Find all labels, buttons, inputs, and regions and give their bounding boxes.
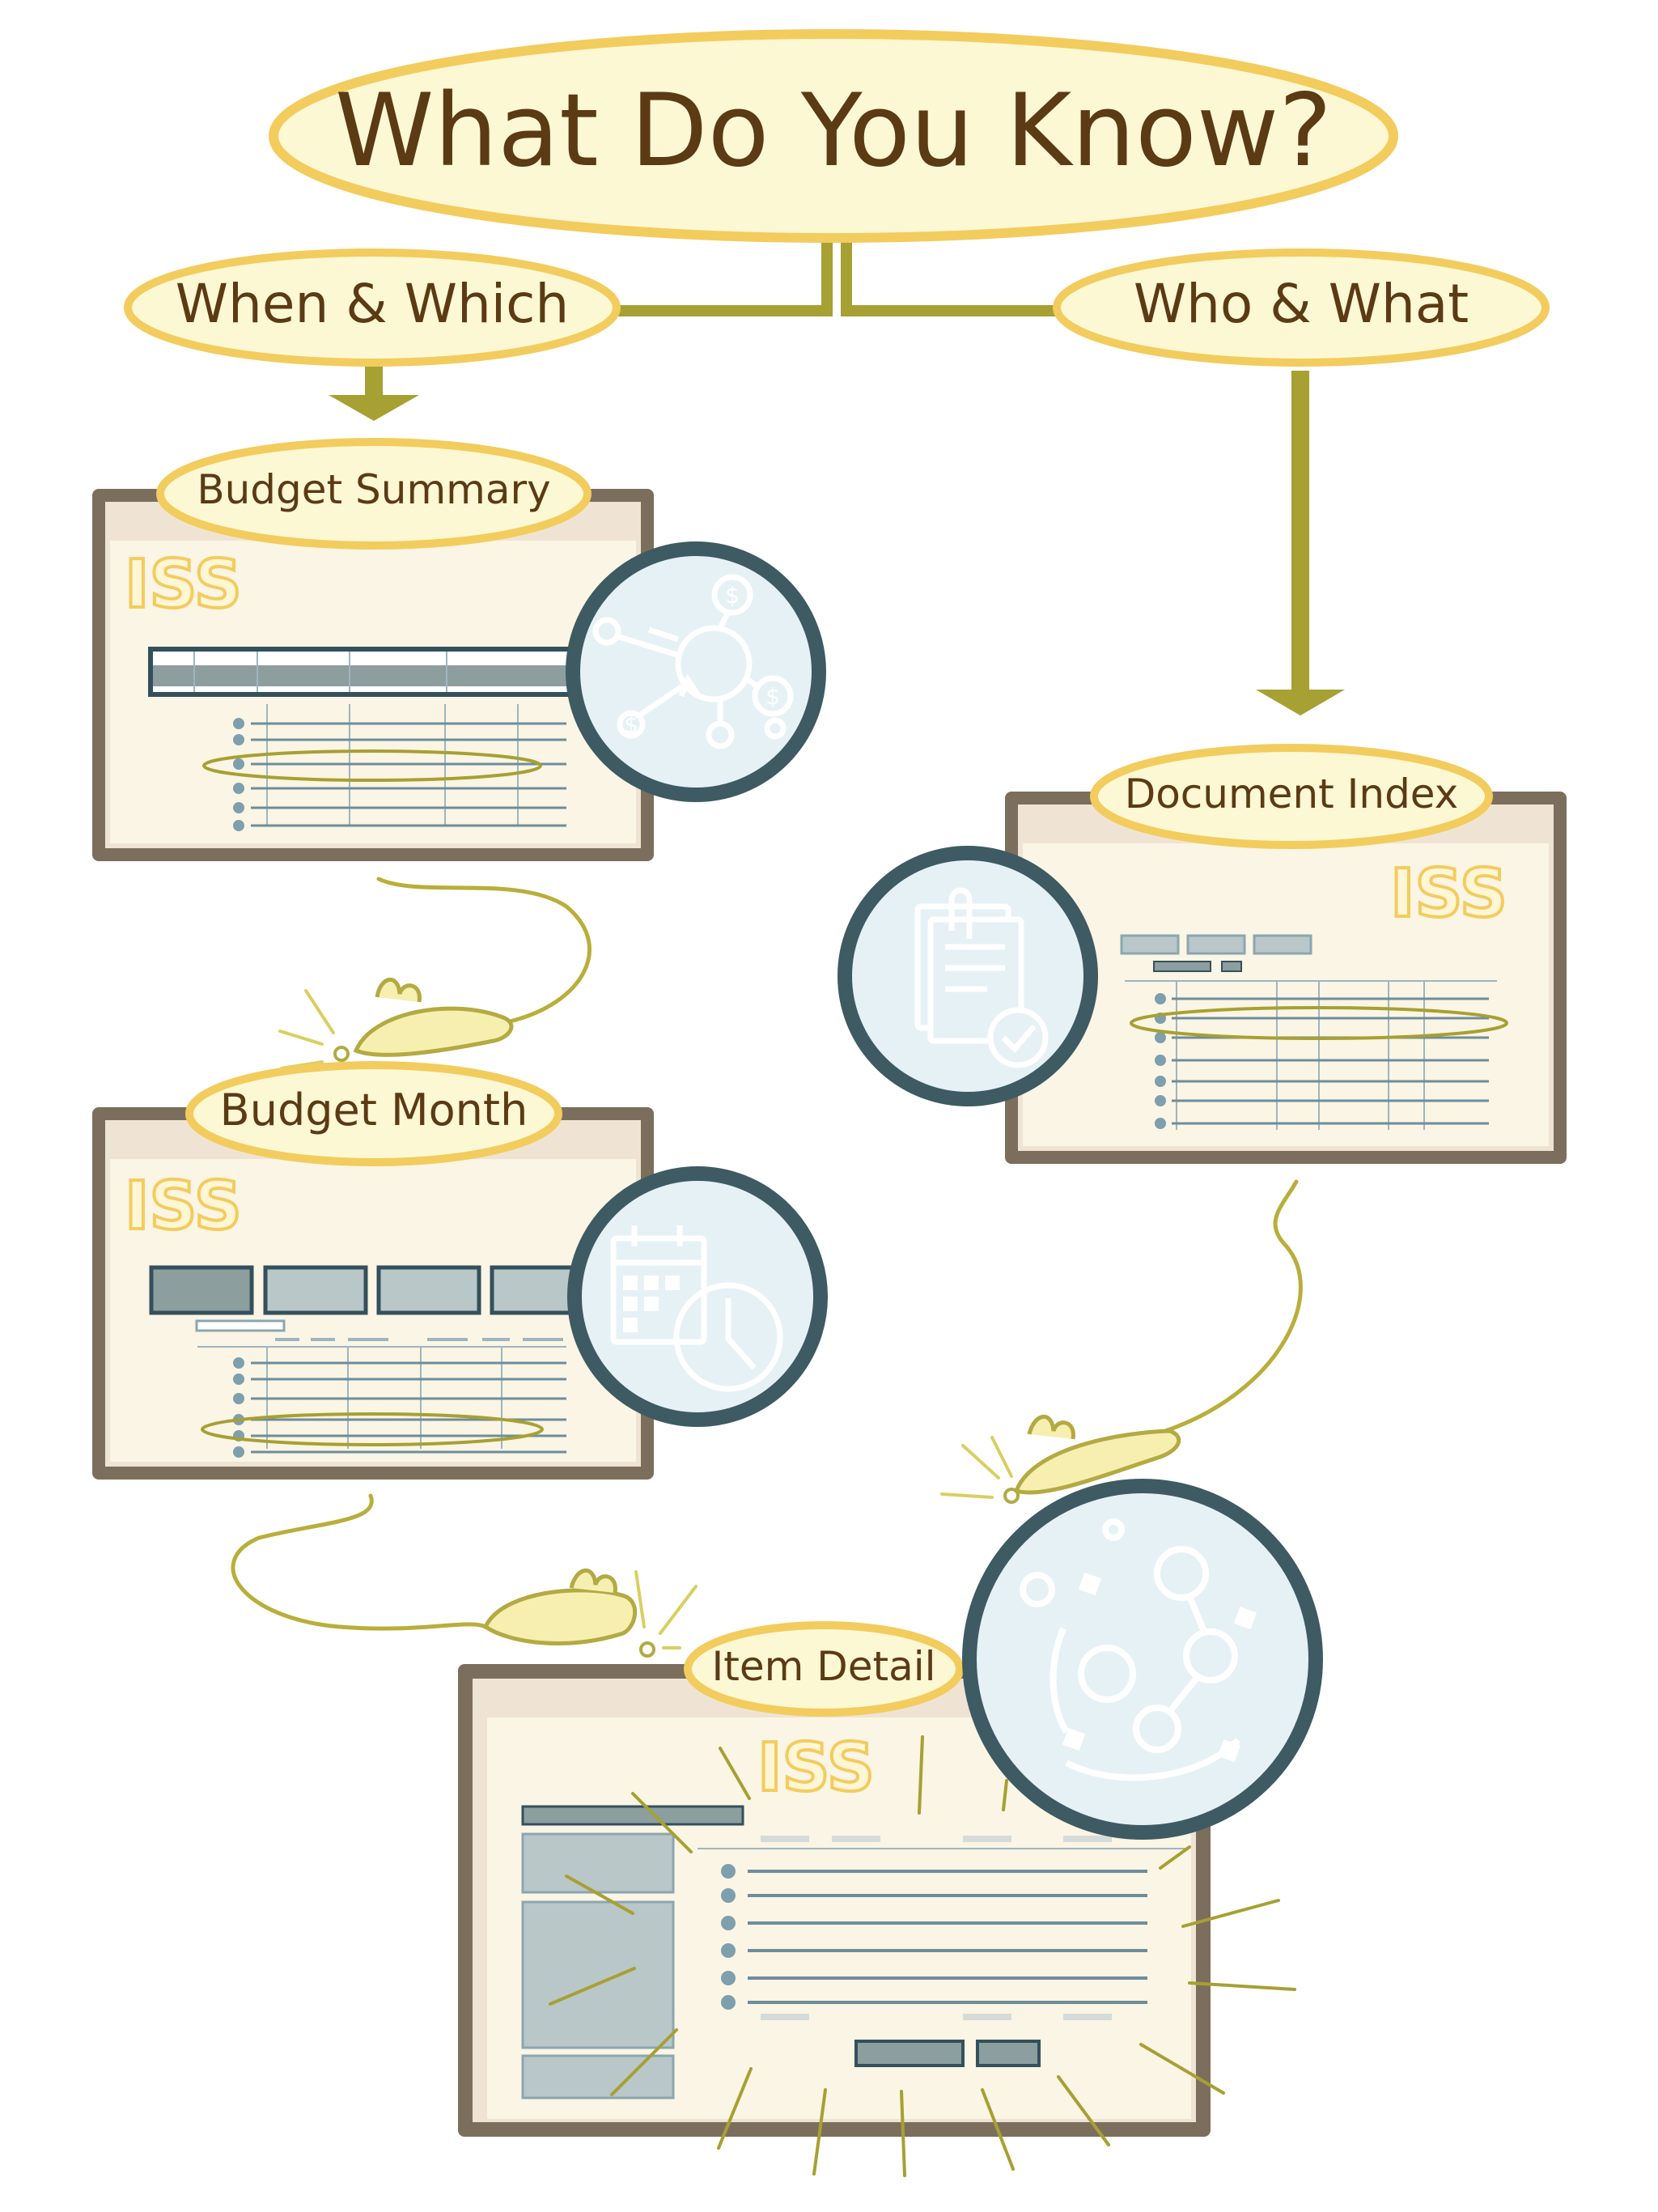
budget-month-label: Budget Month xyxy=(220,1085,528,1136)
budget-month-screen: ISS Budget Month xyxy=(92,1061,828,1480)
svg-text:$: $ xyxy=(765,683,780,710)
svg-text:$: $ xyxy=(725,582,740,609)
page-title: What Do You Know? xyxy=(335,73,1332,189)
iss-logo: ISS xyxy=(1390,856,1507,932)
title-oval: What Do You Know? xyxy=(269,29,1398,243)
iss-logo: ISS xyxy=(125,546,242,623)
document-index-label: Document Index xyxy=(1125,771,1459,817)
who-what-label: Who & What xyxy=(1134,273,1469,335)
row-highlight xyxy=(1130,1006,1508,1040)
item-detail-label: Item Detail xyxy=(711,1643,935,1690)
title-connectors xyxy=(615,241,1068,316)
when-which-label: When & Which xyxy=(176,273,570,335)
budget-summary-label: Budget Summary xyxy=(197,466,550,513)
mouse-icon xyxy=(940,1414,1181,1504)
mouse-icon xyxy=(278,977,514,1070)
row-highlight xyxy=(202,749,542,782)
document-index-screen: ISS Document Index xyxy=(837,744,1567,1164)
iss-logo: ISS xyxy=(757,1730,875,1807)
iss-logo: ISS xyxy=(125,1168,242,1245)
branch-left: When & Which xyxy=(124,248,621,367)
svg-text:$: $ xyxy=(624,711,638,738)
table-rows xyxy=(251,722,566,827)
budget-summary-screen: ISS Budget Summary xyxy=(92,438,826,861)
mouse-cables xyxy=(231,877,1303,1631)
mouse-icon xyxy=(482,1568,698,1658)
branch-right: Who & What xyxy=(1053,248,1550,367)
emphasis-rays xyxy=(549,1735,1296,2177)
right-down-arrow xyxy=(1256,371,1345,715)
item-detail-screen: ISS xyxy=(458,1479,1323,2177)
row-highlight xyxy=(201,1412,544,1446)
left-down-arrow xyxy=(329,366,419,421)
budget-flow-icon xyxy=(566,541,826,802)
